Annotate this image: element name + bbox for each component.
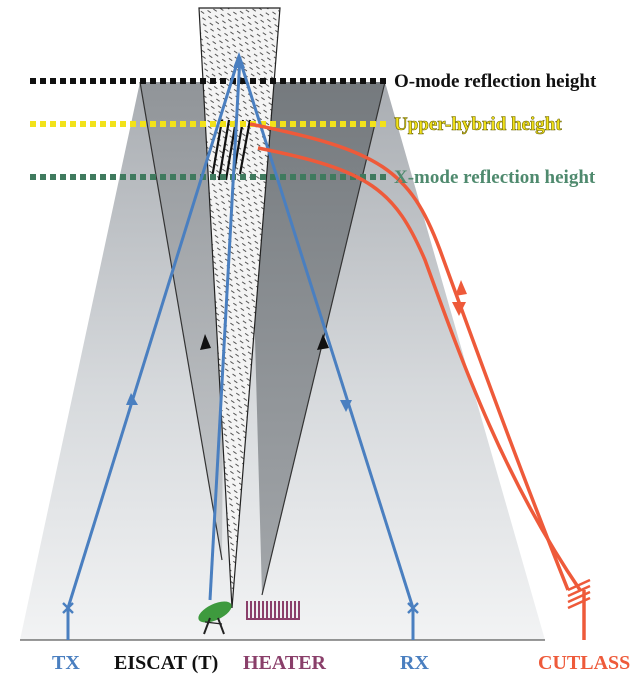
tx-label: TX xyxy=(52,652,80,674)
transmitter-marker-icon xyxy=(62,602,74,614)
heater-array-icon xyxy=(246,601,300,620)
heater-label: HEATER xyxy=(243,652,327,674)
cutlass-antenna-icon xyxy=(567,578,591,610)
cutlass-rays xyxy=(249,122,586,640)
cone-arrow-left xyxy=(200,334,211,350)
eiscat-beam-left-cone xyxy=(140,82,225,560)
ray-arrows xyxy=(126,52,352,412)
eiscat-rays xyxy=(66,56,415,640)
upper-hybrid-label: Upper-hybrid height xyxy=(394,114,562,135)
radar-dish-icon xyxy=(198,601,232,635)
cone-arrow-right xyxy=(317,334,329,350)
rx-label: RX xyxy=(400,652,429,674)
o-mode-label: O-mode reflection height xyxy=(394,71,597,92)
cutlass-arrows xyxy=(452,280,467,316)
cutlass-label: CUTLASS xyxy=(538,652,630,674)
x-mode-label: X-mode reflection height xyxy=(394,167,596,188)
eiscat-beam-right-cone xyxy=(248,82,385,595)
eiscat-label: EISCAT (T) xyxy=(114,652,218,674)
receiver-marker-icon xyxy=(407,602,419,614)
heater-beam xyxy=(198,7,281,609)
field-aligned-striations xyxy=(210,119,252,181)
